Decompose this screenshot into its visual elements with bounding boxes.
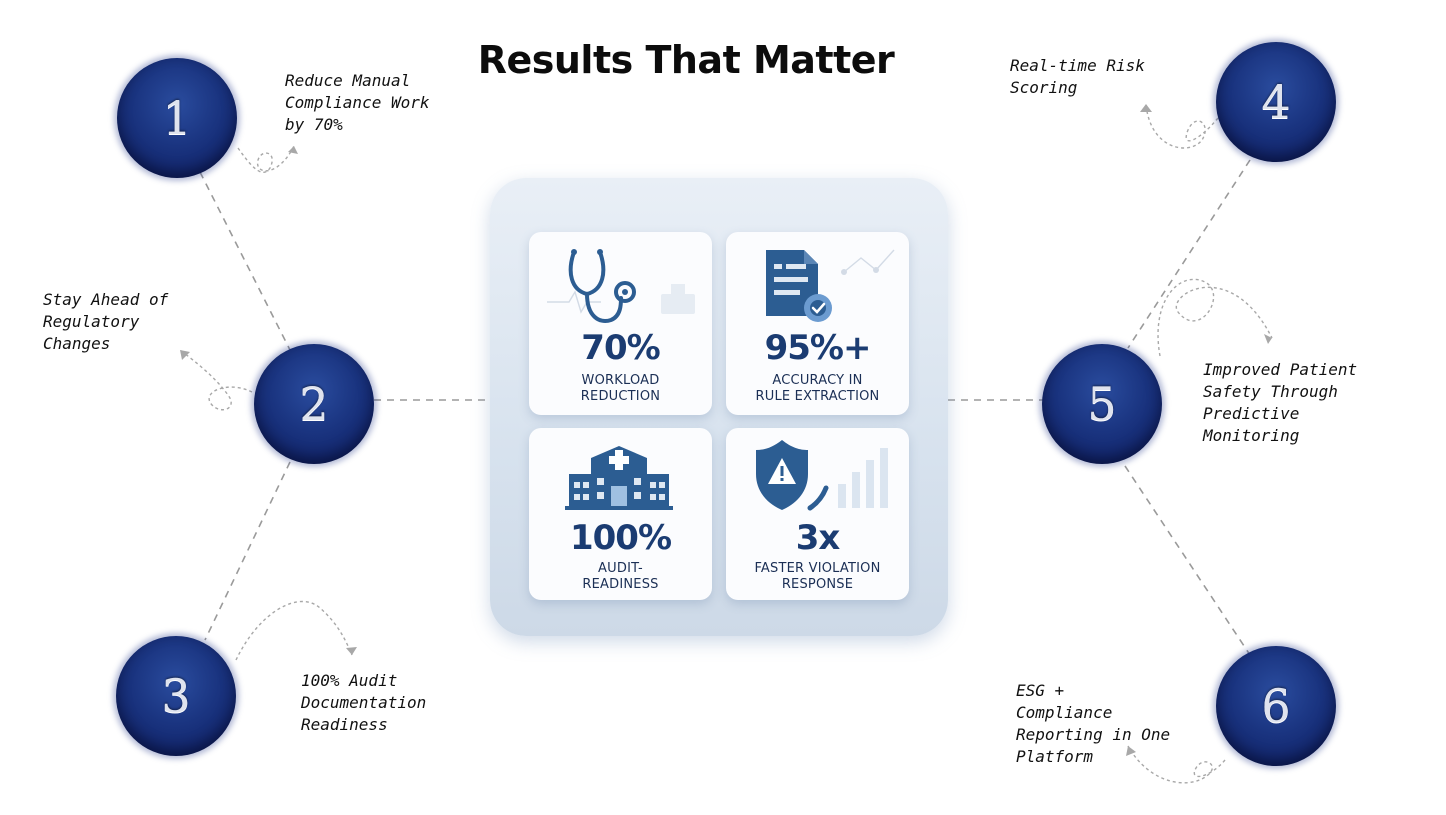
arrowhead-3 [346,647,357,655]
step-numeral-2: 2 [299,377,329,431]
step-numeral-6: 6 [1261,679,1291,733]
squiggle-arrow-5 [1157,278,1273,357]
note-6: ESG + Compliance Reporting in One Platfo… [1016,681,1171,766]
note-3: 100% Audit Documentation Readiness [301,671,427,734]
step-numeral-4: 4 [1261,75,1291,129]
page-title: Results That Matter [477,38,895,82]
hospital-icon [565,446,673,510]
metric-value-audit: 100% [569,518,672,558]
stethoscope-icon [547,249,695,323]
connector-5-6 [1124,465,1251,656]
metric-card-response: 3x FASTER VIOLATION RESPONSE [726,428,909,600]
squiggle-arrow-6 [1127,745,1226,784]
metric-label-accuracy: ACCURACY IN RULE EXTRACTION [755,373,880,404]
step-node-6: 6 [1216,646,1336,766]
step-node-3: 3 [116,636,236,756]
metric-card-workload: 70% WORKLOAD REDUCTION [529,232,712,415]
arrowhead-2 [180,350,190,360]
connector-1-2 [199,171,291,351]
step-numeral-3: 3 [161,669,191,723]
connector-4-5 [1127,159,1251,349]
step-node-5: 5 [1042,344,1162,464]
step-node-2: 2 [254,344,374,464]
results-panel: 70% WORKLOAD REDUCTION 95%+ ACCURACY IN … [490,178,948,636]
arrowhead-6 [1126,746,1136,756]
note-5: Improved Patient Safety Through Predicti… [1203,360,1358,445]
document-gear-icon [766,249,895,322]
arrowhead-4 [1140,104,1152,112]
arrowhead-5 [1264,334,1272,344]
squiggle-arrow-4 [1145,103,1219,149]
step-node-4: 4 [1216,42,1336,162]
note-2: Stay Ahead of Regulatory Changes [43,290,169,353]
squiggle-arrow-2 [179,349,253,411]
metric-label-workload: WORKLOAD REDUCTION [580,373,661,404]
squiggle-arrow-3 [235,600,353,661]
metric-card-audit: 100% AUDIT- READINESS [529,428,712,600]
metric-label-audit: AUDIT- READINESS [582,561,659,592]
step-numeral-5: 5 [1087,377,1117,431]
connector-2-3 [204,461,291,641]
note-4: Real-time Risk Scoring [1010,56,1145,97]
metric-label-response: FASTER VIOLATION RESPONSE [754,561,881,592]
shield-alert-icon [756,440,888,511]
metric-value-response: 3x [795,518,841,558]
squiggle-arrow-1 [237,145,295,174]
metric-value-accuracy: 95%+ [764,328,872,368]
step-numeral-1: 1 [162,91,192,145]
metric-card-accuracy: 95%+ ACCURACY IN RULE EXTRACTION [726,232,909,415]
step-node-1: 1 [117,58,237,178]
metric-value-workload: 70% [581,328,660,368]
note-1: Reduce Manual Compliance Work by 70% [285,71,430,134]
arrowhead-1 [288,146,298,154]
